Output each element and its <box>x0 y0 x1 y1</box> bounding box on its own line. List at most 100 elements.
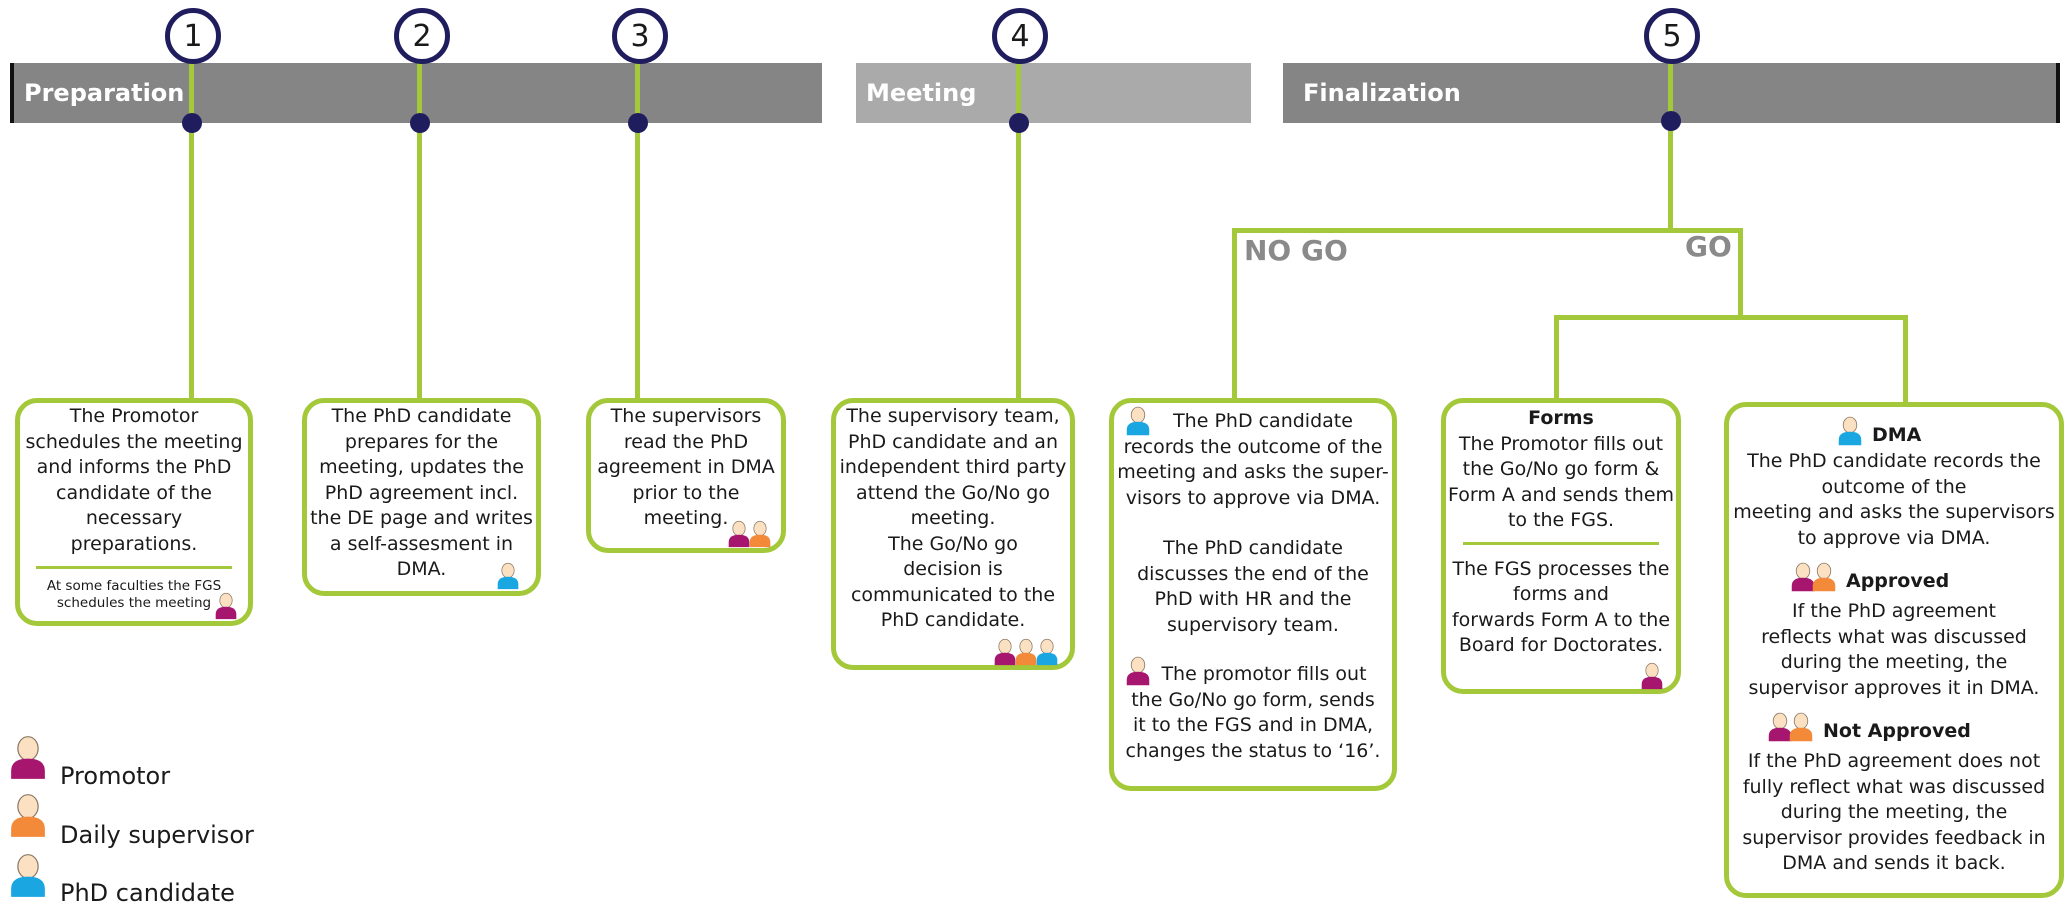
daily-supervisor-icon <box>749 519 771 549</box>
branch-line-go-split <box>1554 315 1908 320</box>
box4-line: communicated to the <box>850 583 1056 606</box>
promotor-icon <box>728 519 750 549</box>
not-approved-line: fully reflect what was discussed <box>1742 775 2046 798</box>
nogo-line: discusses the end of the <box>1137 562 1369 585</box>
forms-line: to the FGS. <box>1507 509 1615 531</box>
box1-line: candidate of the <box>56 481 212 504</box>
connector-step-1 <box>189 56 194 401</box>
nogo-line: records the outcome of the <box>1123 435 1383 458</box>
nogo-line: supervisory team. <box>1167 613 1339 636</box>
step-number-5: 5 <box>1644 8 1700 64</box>
connector-step-3 <box>635 56 640 401</box>
box2-line: The PhD candidate <box>331 405 512 427</box>
promotor-icon <box>994 637 1016 667</box>
box1-note: At some faculties the FGS <box>46 578 222 594</box>
box4-line: attend the Go/No go <box>856 481 1050 504</box>
forms-line: forwards Form A to the <box>1451 608 1671 631</box>
step-marker-1 <box>182 113 202 133</box>
forms-line: Form A and sends them <box>1447 483 1675 506</box>
forms-box: Forms The Promotor fills out the Go/No g… <box>1441 398 1681 694</box>
box4-line: The supervisory team, <box>846 405 1060 427</box>
nogo-line: visors to approve via DMA. <box>1125 486 1381 509</box>
nogo-box: The PhD candidate records the outcome of… <box>1109 398 1397 791</box>
box4-line: PhD candidate. <box>880 609 1026 631</box>
branch-label-nogo: NO GO <box>1244 234 1348 267</box>
legend-daily-supervisor-icon <box>10 794 46 837</box>
not-approved-line: supervisor provides feedback in <box>1742 826 2046 849</box>
step-box-2: The PhD candidate prepares for the meeti… <box>302 398 541 596</box>
approved-line: during the meeting, the <box>1780 651 2008 673</box>
step-number-4: 4 <box>992 8 1048 64</box>
nogo-line: changes the status to ‘16’. <box>1125 739 1381 762</box>
daily-supervisor-icon <box>1812 561 1836 593</box>
branch-line-dma <box>1903 315 1908 405</box>
box4-line: meeting. <box>910 507 996 529</box>
dma-box: DMA The PhD candidate records the outcom… <box>1724 402 2064 898</box>
forms-line: The FGS processes the <box>1452 557 1670 580</box>
box3-line: The supervisors <box>610 405 762 427</box>
forms-line: forms and <box>1513 583 1609 605</box>
phd-candidate-icon <box>1838 415 1862 447</box>
phase-label-meeting: Meeting <box>866 79 977 107</box>
box4-line: decision is <box>903 558 1003 580</box>
daily-supervisor-icon <box>1015 637 1037 667</box>
promotor-icon <box>1126 655 1150 687</box>
promotor-icon <box>1641 661 1663 691</box>
dma-line: The PhD candidate records the <box>1747 450 2041 472</box>
box2-line: a self-assesment in <box>329 532 514 555</box>
step-marker-2 <box>410 113 430 133</box>
step-marker-4 <box>1009 113 1029 133</box>
step-box-4: The supervisory team, PhD candidate and … <box>831 398 1075 670</box>
not-approved-line: during the meeting, the <box>1780 801 2008 823</box>
phd-candidate-icon <box>1036 637 1058 667</box>
legend-daily-supervisor-label: Daily supervisor <box>60 821 254 849</box>
phd-candidate-icon <box>497 561 519 591</box>
phase-bar-meeting: Meeting <box>856 63 1251 123</box>
box1-line: necessary preparations. <box>70 507 198 555</box>
step-number-3: 3 <box>612 8 668 64</box>
dma-line: outcome of the <box>1821 475 1967 498</box>
step-number-1: 1 <box>165 8 221 64</box>
nogo-line: meeting and asks the super- <box>1117 461 1389 483</box>
legend-promotor-label: Promotor <box>60 762 171 790</box>
legend-phd-candidate-icon <box>10 854 46 897</box>
box2-line: the DE page and writes <box>310 507 533 529</box>
nogo-line: The PhD candidate <box>1173 410 1353 432</box>
nogo-line: the Go/No go form, sends <box>1131 688 1375 711</box>
box3-line: agreement in DMA <box>597 456 775 478</box>
daily-supervisor-icon <box>1789 711 1813 743</box>
branch-line-nogo <box>1232 228 1237 401</box>
box4-line: independent third party <box>839 456 1067 478</box>
dma-line: meeting and asks the supervisors <box>1733 501 2055 523</box>
box3-line: meeting. <box>643 507 729 529</box>
step-box-3: The supervisors read the PhD agreement i… <box>586 398 786 553</box>
box2-line: prepares for the <box>344 430 499 453</box>
box1-line: and informs the PhD <box>36 456 232 478</box>
connector-step-4 <box>1016 56 1021 401</box>
nogo-line: it to the FGS and in DMA, <box>1132 714 1374 736</box>
nogo-line: The promotor fills out <box>1161 663 1367 685</box>
legend-promotor-icon <box>10 736 46 779</box>
box3-line: prior to the <box>632 481 740 504</box>
step-marker-5 <box>1661 111 1681 131</box>
box1-line: The Promotor <box>69 405 199 427</box>
connector-step-5 <box>1668 56 1673 232</box>
forms-line: Board for Doctorates. <box>1458 634 1664 656</box>
approved-line: reflects what was discussed <box>1761 625 2027 648</box>
box4-line: PhD candidate and an <box>848 430 1058 453</box>
dma-title-row: DMA <box>1729 421 2059 449</box>
box1-note: schedules the meeting <box>56 595 212 611</box>
phd-candidate-icon <box>1126 405 1150 437</box>
step-number-2: 2 <box>394 8 450 64</box>
approved-title: Approved <box>1846 570 1950 592</box>
box2-line: DMA. <box>396 558 447 580</box>
divider <box>1463 541 1659 545</box>
approved-line: If the PhD agreement <box>1792 600 1996 622</box>
divider <box>36 566 232 569</box>
nogo-line: The PhD candidate <box>1163 537 1343 559</box>
box2-line: PhD agreement incl. <box>324 481 519 504</box>
not-approved-line: DMA and sends it back. <box>1782 852 2006 874</box>
nogo-line: PhD with HR and the <box>1154 588 1352 610</box>
branch-line-main <box>1232 228 1743 233</box>
phase-label-preparation: Preparation <box>24 79 185 107</box>
